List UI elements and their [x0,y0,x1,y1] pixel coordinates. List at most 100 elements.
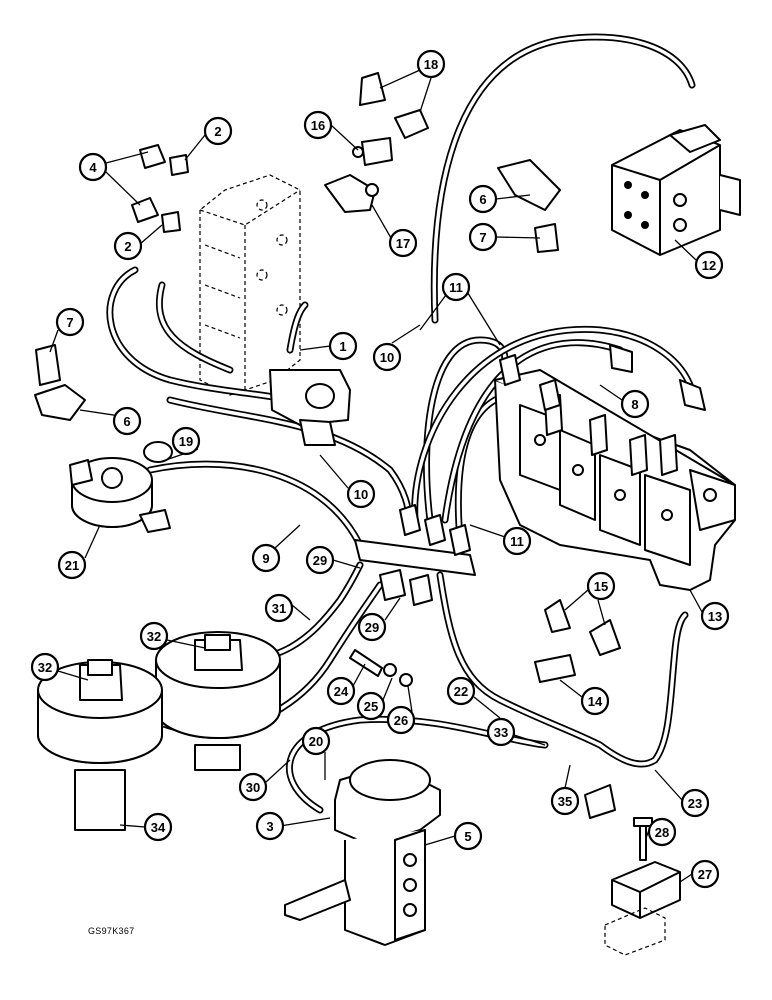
callout-c24: 24 [326,676,356,706]
hose-bundle [106,33,696,814]
callout-c7b: 7 [55,307,85,337]
callout-c11b: 11 [502,526,532,556]
callout-c7a: 7 [468,222,498,252]
callout-c8: 8 [620,389,650,419]
callout-number: 32 [147,629,161,644]
callout-number: 2 [124,239,131,254]
clamp-bracket [584,784,681,956]
callout-number: 10 [354,487,368,502]
callout-number: 11 [510,534,524,549]
callout-labels: 1223456677891010111112131415161718192021… [30,49,730,889]
callout-number: 7 [66,315,73,330]
callout-c13: 13 [700,601,730,631]
callout-number: 21 [65,558,79,573]
callout-number: 14 [588,694,603,709]
left-fittings [34,144,561,421]
callout-circle [468,184,498,214]
callout-number: 11 [449,280,463,295]
callout-circle [502,526,532,556]
callout-circle [453,821,483,851]
central-manifold [354,504,476,606]
callout-circle [112,406,142,436]
callout-circle [113,231,143,261]
callout-number: 28 [655,825,669,840]
callout-c15: 15 [586,571,616,601]
callout-c21: 21 [57,550,87,580]
callout-c3: 3 [255,811,285,841]
callout-c2b: 2 [113,231,143,261]
callout-c1: 1 [328,331,358,361]
callout-circle [446,676,476,706]
callout-circle [468,222,498,252]
callout-number: 32 [38,660,52,675]
swivel-joint [284,759,441,946]
callout-c29a: 29 [305,545,335,575]
callout-number: 29 [365,620,379,635]
callout-number: 27 [698,867,712,882]
control-valve-bank [494,344,736,591]
callout-c28: 28 [647,817,677,847]
callout-circle [647,817,677,847]
callout-circle [143,812,173,842]
small-hardware [349,599,621,687]
callout-number: 20 [309,734,323,749]
callout-circle [346,479,376,509]
callout-circle [416,49,446,79]
callout-number: 34 [151,820,166,835]
callout-c6a: 6 [468,184,498,214]
solenoid-valve [269,369,351,446]
callout-number: 5 [464,829,471,844]
callout-number: 35 [558,794,572,809]
ghost-pilot-valve [199,174,301,396]
callout-circle [550,786,580,816]
callout-c17: 17 [388,228,418,258]
callout-circle [57,550,87,580]
callout-circle [255,811,285,841]
callout-number: 1 [339,339,346,354]
callout-c10a: 10 [372,342,402,372]
callout-number: 10 [380,350,394,365]
callout-c5: 5 [453,821,483,851]
callout-circle [171,426,201,456]
callout-circle [586,571,616,601]
swing-motor-left [37,659,163,831]
callout-number: 8 [631,397,638,412]
callout-c20: 20 [301,726,331,756]
left-motor [69,441,173,533]
callout-c29b: 29 [357,612,387,642]
tee-fitting-group [324,72,429,213]
callout-c10b: 10 [346,479,376,509]
callout-c32b: 32 [30,652,60,682]
callout-number: 19 [179,434,193,449]
callout-c23: 23 [680,788,710,818]
callout-circle [78,152,108,182]
callout-circle [139,621,169,651]
callout-circle [264,593,294,623]
callout-number: 15 [594,579,608,594]
callout-number: 12 [702,258,716,273]
callout-c16: 16 [303,110,333,140]
callout-circle [251,543,281,573]
callout-c25: 25 [356,691,386,721]
callout-number: 29 [313,553,327,568]
callout-number: 23 [688,796,702,811]
callout-c31: 31 [264,593,294,623]
callout-number: 2 [214,124,221,139]
callout-number: 18 [424,57,438,72]
pump-unit [611,124,741,256]
figure-reference-code: GS97K367 [88,926,135,936]
callout-circle [690,859,720,889]
callout-circle [357,612,387,642]
callout-circle [580,686,610,716]
callout-number: 13 [708,609,722,624]
callout-number: 3 [266,819,273,834]
callout-c4: 4 [78,152,108,182]
callout-c22: 22 [446,676,476,706]
callout-circle [386,705,416,735]
callout-circle [55,307,85,337]
callout-circle [694,250,724,280]
callout-c27: 27 [690,859,720,889]
callout-number: 6 [123,414,130,429]
callout-c30: 30 [238,772,268,802]
